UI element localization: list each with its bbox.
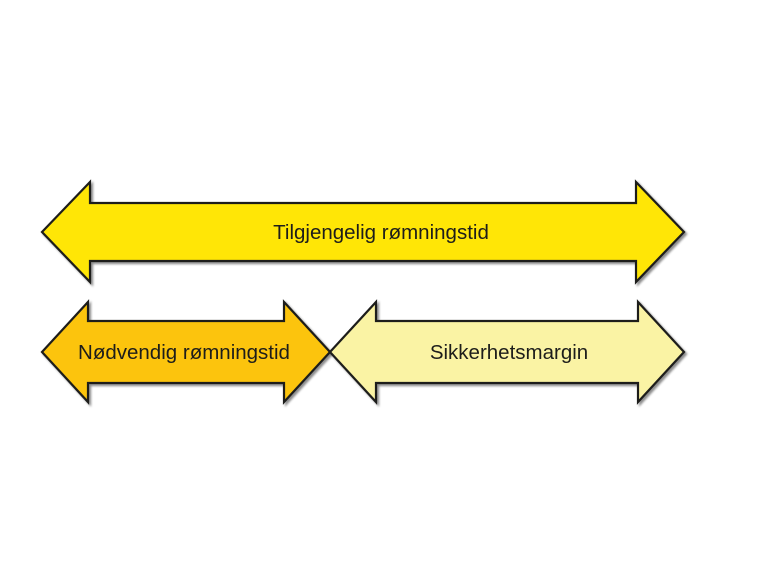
required-time-arrow-group: Nødvendig rømningstid [40,299,332,405]
available-time-arrow [40,179,686,285]
safety-margin-arrow [328,299,686,405]
safety-margin-label: Sikkerhetsmargin [430,341,588,364]
available-time-arrow-group: Tilgjengelig rømningstid [40,179,686,285]
safety-margin-arrow-group: Sikkerhetsmargin [328,299,686,405]
required-time-label: Nødvendig rømningstid [78,341,290,364]
available-time-label: Tilgjengelig rømningstid [273,221,489,244]
